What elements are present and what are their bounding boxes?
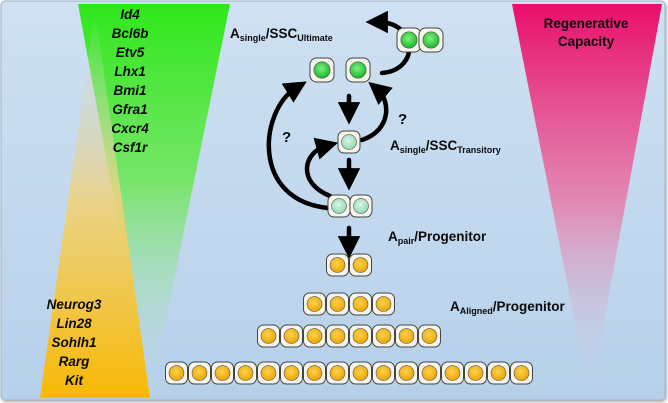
gene-label: Bcl6b [112, 26, 149, 41]
progenitor-cell [418, 324, 441, 348]
progenitor-cell [349, 361, 372, 385]
gene-label: Lhx1 [114, 64, 146, 79]
progenitor-cell [257, 361, 280, 385]
progenitor-cell [280, 324, 303, 348]
progenitor-cell [280, 361, 303, 385]
gene-label: Csf1r [113, 140, 148, 155]
transitory-pair-cell [327, 194, 351, 218]
reversion-arrow-inner [304, 137, 339, 199]
ssc-transitory-cell [337, 130, 361, 154]
gene-label: Kit [65, 373, 84, 388]
progenitor-cell [188, 361, 211, 385]
progenitor-cell [510, 361, 533, 385]
ssc-ultimate-cell [345, 57, 371, 83]
label-apair: Apair/Progenitor [388, 229, 487, 246]
progenitor-cell [372, 361, 395, 385]
progenitor-cell [372, 292, 395, 316]
gene-label: Gfra1 [112, 102, 147, 117]
progenitor-cell [349, 324, 372, 348]
progenitor-cell [418, 361, 441, 385]
ssc-ultimate-cell [309, 57, 335, 83]
progenitor-cell [326, 324, 349, 348]
rc-line-2: Capacity [558, 34, 615, 49]
progenitor-cell [395, 324, 418, 348]
gene-label: Etv5 [116, 45, 145, 60]
gene-label: Cxcr4 [111, 121, 149, 136]
progenitor-cell [303, 292, 326, 316]
regenerative-capacity-label: Regenerative Capacity [544, 16, 629, 49]
progenitor-cell [326, 253, 349, 277]
reversion-arrow-outer [266, 81, 331, 211]
gene-label: Lin28 [56, 316, 92, 331]
progenitor-cell [326, 292, 349, 316]
green-marker-gradient [78, 4, 230, 398]
label-ssc-transitory: Asingle/SSCTransitory [390, 138, 501, 155]
progenitor-cell [395, 361, 418, 385]
progenitor-cell [464, 361, 487, 385]
progenitor-cell [349, 253, 372, 277]
progenitor-cell [257, 324, 280, 348]
gene-label: Rarg [59, 354, 91, 369]
label-ssc-ultimate: Asingle/SSCUltimate [230, 26, 333, 43]
cells-layer [165, 27, 533, 385]
progenitor-cell [234, 361, 257, 385]
progenitor-cell [372, 324, 395, 348]
reversion-arrow-right [359, 81, 393, 143]
progenitor-cell [303, 361, 326, 385]
gene-label: Bmi1 [113, 83, 146, 98]
flow-arrows [266, 10, 412, 211]
gene-label: Neurog3 [47, 297, 102, 312]
transitory-pair-cell [349, 194, 373, 218]
progenitor-cell [303, 324, 326, 348]
progenitor-cell [326, 361, 349, 385]
yellow-gene-list: Neurog3 Lin28 Sohlh1 Rarg Kit [47, 297, 102, 388]
gene-label: Sohlh1 [51, 335, 96, 350]
question-mark: ? [398, 111, 407, 128]
dividing-ssc-cell [418, 27, 444, 53]
yellow-marker-gradient [40, 10, 150, 398]
progenitor-cell [487, 361, 510, 385]
label-aaligned: AAligned/Progenitor [450, 299, 565, 316]
gene-label: Id4 [120, 7, 140, 22]
regenerative-capacity-gradient [512, 4, 662, 398]
dividing-ssc-cell [396, 27, 422, 53]
progenitor-cell [165, 361, 188, 385]
rc-line-1: Regenerative [544, 16, 629, 31]
progenitor-cell [349, 292, 372, 316]
question-mark: ? [282, 129, 291, 146]
progenitor-cell [211, 361, 234, 385]
progenitor-cell [441, 361, 464, 385]
green-gene-list: Id4 Bcl6b Etv5 Lhx1 Bmi1 Gfra1 Cxcr4 Csf… [111, 7, 149, 155]
